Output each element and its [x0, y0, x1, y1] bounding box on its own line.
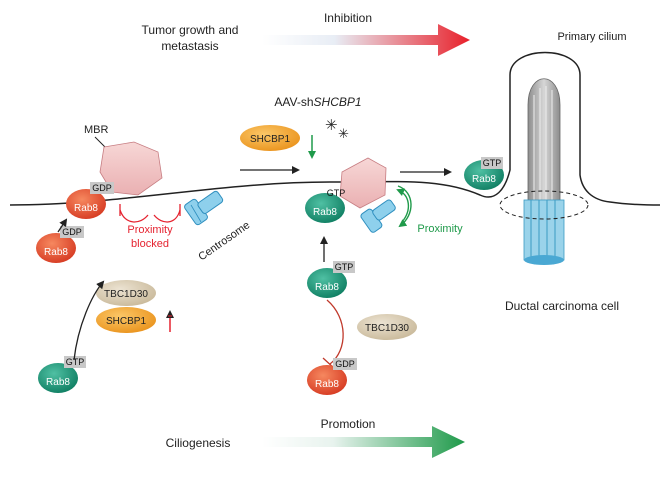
- virus-icon-2: ✳: [338, 126, 349, 141]
- promotion-arrow: [262, 426, 465, 458]
- proximity-label: Proximity: [417, 223, 463, 235]
- proximity-blocked-line1: Proximity: [127, 224, 173, 236]
- mbr-label: MBR: [84, 124, 109, 136]
- mbr-shape: [99, 141, 163, 196]
- tbc1d30-left: TBC1D30: [96, 280, 156, 306]
- svg-text:GTP: GTP: [66, 357, 85, 367]
- svg-text:SHCBP1: SHCBP1: [106, 316, 146, 327]
- blocked-curve-left: [119, 209, 149, 223]
- cilium-axoneme: [499, 78, 589, 265]
- svg-text:GTP: GTP: [335, 262, 354, 272]
- svg-text:GDP: GDP: [335, 359, 355, 369]
- proximity-arrow-up: [396, 188, 409, 223]
- top-left-text-line1: Tumor growth and: [142, 23, 239, 37]
- inhibition-curve: [326, 299, 344, 365]
- svg-text:Rab8: Rab8: [46, 377, 70, 388]
- centrosome-middle-icon: [360, 199, 396, 233]
- curved-arrow-up: [73, 280, 105, 361]
- proximity-blocked-line2: blocked: [131, 238, 169, 250]
- centrosome-icon: [184, 190, 224, 226]
- svg-text:TBC1D30: TBC1D30: [365, 323, 409, 334]
- blocked-curve-right: [153, 209, 181, 223]
- rab8-gtp-middle: GTP Rab8: [305, 188, 345, 223]
- svg-text:GDP: GDP: [62, 227, 82, 237]
- top-left-text-line2: metastasis: [161, 39, 218, 53]
- centrosome-label: Centrosome: [196, 219, 252, 263]
- inhibition-arrow: [262, 24, 470, 56]
- svg-text:Rab8: Rab8: [315, 282, 339, 293]
- gdp-tag: GDP: [92, 183, 112, 193]
- proximity-arrow-down: [397, 185, 412, 228]
- mbr-middle-shape: [339, 157, 387, 209]
- inhibition-label: Inhibition: [324, 11, 372, 25]
- promotion-label: Promotion: [321, 417, 376, 431]
- rab8-gtp-middle-lower: GTP Rab8: [307, 261, 355, 298]
- shcbp1-middle: SHCBP1: [240, 125, 300, 151]
- rab8-gtp-bottom-left: GTP Rab8: [38, 356, 86, 393]
- ciliogenesis-label: Ciliogenesis: [166, 436, 231, 450]
- rab8-gdp-cytoplasm: GDP Rab8: [36, 226, 84, 263]
- gtp-tag: GTP: [483, 158, 502, 168]
- svg-text:SHCBP1: SHCBP1: [250, 134, 290, 145]
- svg-text:Rab8: Rab8: [44, 247, 68, 258]
- tbc1d30-middle: TBC1D30: [357, 314, 417, 340]
- shcbp1-left: SHCBP1: [96, 307, 156, 333]
- ductal-carcinoma-label: Ductal carcinoma cell: [505, 299, 619, 313]
- rab8-label: Rab8: [472, 174, 496, 185]
- rab8-gtp-cilium: GTP Rab8: [464, 157, 504, 190]
- rab8-gdp-bottom-middle: GDP Rab8: [307, 358, 357, 395]
- primary-cilium-label: Primary cilium: [557, 31, 626, 43]
- virus-icon-1: ✳: [325, 117, 338, 134]
- svg-text:Rab8: Rab8: [315, 379, 339, 390]
- rab8-gdp-membrane: GDP Rab8: [66, 182, 114, 219]
- svg-text:Rab8: Rab8: [313, 207, 337, 218]
- svg-text:TBC1D30: TBC1D30: [104, 289, 148, 300]
- svg-text:GTP: GTP: [327, 188, 346, 198]
- cell-membrane: [9, 51, 661, 206]
- rab8-label: Rab8: [74, 203, 98, 214]
- arrow-up-left: [57, 218, 68, 233]
- aav-label: AAV-shSHCBP1: [274, 95, 361, 109]
